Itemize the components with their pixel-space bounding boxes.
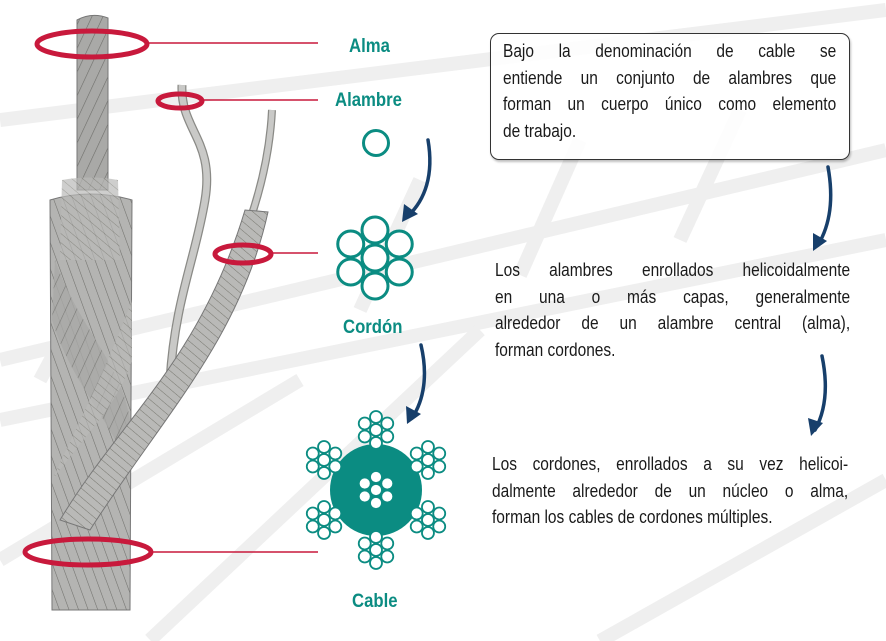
- wire: [432, 446, 447, 461]
- wire: [369, 470, 383, 484]
- text-line: dalmente alrededor de un núcleo o alma,: [492, 480, 849, 501]
- wire: [317, 526, 331, 540]
- wire: [369, 556, 383, 570]
- wire: [369, 483, 383, 497]
- text-line: Bajo la denominación de cable se: [503, 41, 837, 61]
- wire: [360, 271, 390, 301]
- wire: [380, 476, 395, 491]
- wire: [421, 500, 435, 514]
- wire: [421, 526, 435, 540]
- wire: [409, 519, 424, 534]
- wire: [317, 513, 331, 527]
- unwound-strand: [59, 209, 269, 531]
- wire: [369, 436, 383, 450]
- text-line: forman cordones.: [495, 339, 616, 360]
- wire: [421, 440, 435, 454]
- wire: [360, 243, 390, 273]
- label-cable: Cable: [352, 591, 398, 612]
- wire: [317, 440, 331, 454]
- wire: [305, 519, 320, 534]
- wire: [421, 513, 435, 527]
- text-line: forman un cuerpo único como elemento: [503, 94, 837, 114]
- wire: [409, 459, 424, 474]
- wire: [357, 416, 372, 431]
- wire: [380, 489, 395, 504]
- text-line: alrededor de un alambre central (alma),: [495, 313, 851, 333]
- definition-box: [490, 33, 850, 160]
- wire: [328, 446, 343, 461]
- text-line: entiende un conjunto de alambres que: [503, 67, 837, 88]
- wire: [357, 489, 372, 504]
- wire: [317, 453, 331, 467]
- label-alambre: Alambre: [335, 90, 402, 111]
- text-line: Los cordones, enrollados a su vez helico…: [492, 454, 849, 474]
- wire: [360, 215, 390, 245]
- strand-cross-section: [336, 215, 414, 301]
- arrow-wire-to-strand: [406, 138, 432, 218]
- wire: [384, 257, 414, 287]
- wire: [328, 519, 343, 534]
- ring-cable: [22, 536, 154, 568]
- ring-alambre: [155, 91, 205, 111]
- wire: [305, 446, 320, 461]
- wire: [357, 429, 372, 444]
- wire: [409, 446, 424, 461]
- text-line: en una o más capas, generalmente: [495, 286, 851, 307]
- text-line: de trabajo.: [503, 120, 577, 141]
- wire: [357, 549, 372, 564]
- core-strand: [76, 14, 109, 191]
- wire: [369, 530, 383, 544]
- arrow-strand-to-cable: [410, 343, 427, 420]
- label-alma: Alma: [349, 36, 390, 57]
- cordones-text: Los alambres enrollados helicoidalmente …: [495, 257, 851, 363]
- ring-cordon: [212, 242, 274, 266]
- wire: [432, 506, 447, 521]
- definition-text: Bajo la denominación de cable se entiend…: [503, 38, 837, 144]
- wire: [432, 519, 447, 534]
- wire: [432, 459, 447, 474]
- arrow-cordones-to-cables: [813, 354, 828, 432]
- wire: [357, 536, 372, 551]
- wire: [317, 466, 331, 480]
- wire: [369, 496, 383, 510]
- wire-cross-section: [362, 129, 390, 157]
- wire: [336, 257, 366, 287]
- wire: [336, 229, 366, 259]
- wire: [421, 466, 435, 480]
- wire: [369, 543, 383, 557]
- wire: [357, 476, 372, 491]
- wire: [409, 506, 424, 521]
- cable-cross-section: [305, 410, 447, 570]
- wire: [380, 549, 395, 564]
- wire: [380, 429, 395, 444]
- text-line: Los alambres enrollados helicoidalmente: [495, 260, 851, 280]
- wire: [421, 453, 435, 467]
- wire: [380, 536, 395, 551]
- text-line: forman los cables de cordones múltiples.: [492, 507, 773, 527]
- cables-text: Los cordones, enrollados a su vez helico…: [492, 451, 849, 531]
- wire: [369, 423, 383, 437]
- wire: [305, 459, 320, 474]
- ring-alma: [34, 28, 150, 60]
- wire: [380, 416, 395, 431]
- label-cordon: Cordón: [343, 317, 403, 338]
- wire: [369, 410, 383, 424]
- wire: [384, 229, 414, 259]
- wire: [305, 506, 320, 521]
- wire: [317, 500, 331, 514]
- wire: [328, 459, 343, 474]
- arrow-box-to-cordones: [816, 165, 833, 247]
- wire: [328, 506, 343, 521]
